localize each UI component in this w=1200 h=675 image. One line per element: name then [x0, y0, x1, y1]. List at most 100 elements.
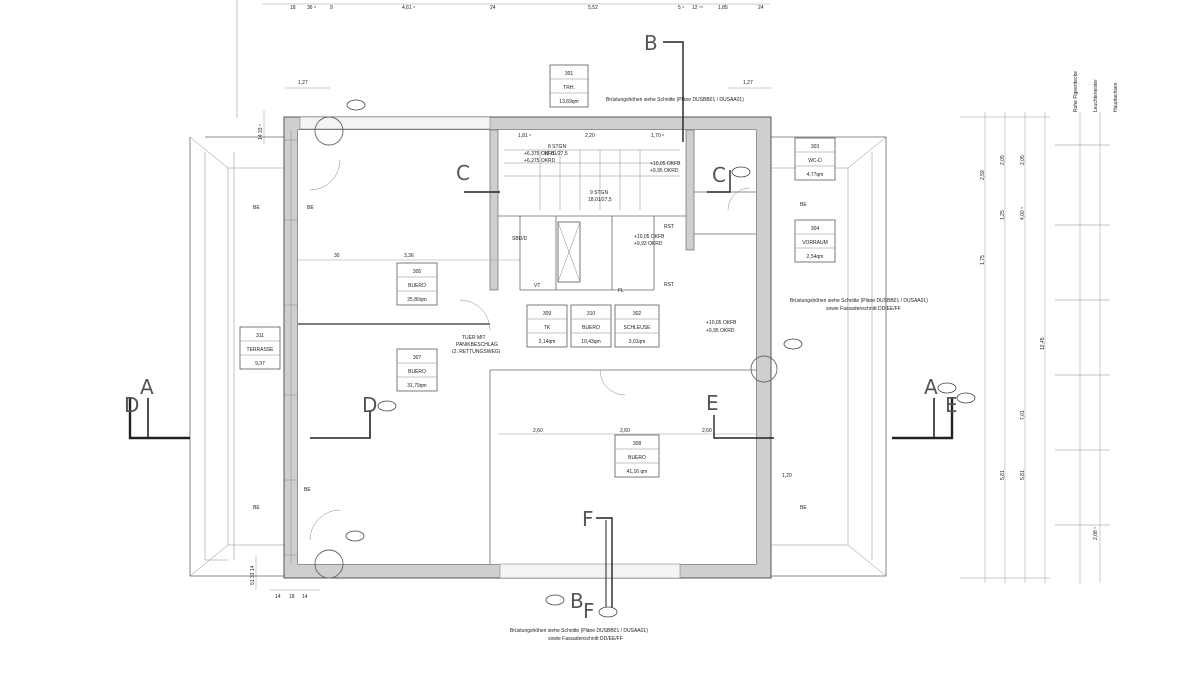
- svg-text:307: 307: [413, 355, 422, 361]
- be-marker-5: BE: [800, 505, 807, 511]
- right-dim-9: 5,81: [1000, 470, 1006, 480]
- level-2-okrd: +9,95 OKRD: [650, 168, 679, 174]
- right-dim-6: 4,00 ⁵: [1020, 207, 1026, 220]
- section-label-f-top: F: [582, 507, 594, 531]
- dim-top-1: 18: [290, 5, 296, 11]
- room-stamp-301: 301 TRH. 13,69qm: [549, 64, 589, 108]
- room-stamp-304: 304 VORRAUM 2,54qm: [794, 219, 836, 263]
- section-label-d-left: D: [124, 393, 139, 417]
- dim-top-4: 4,61 ⁵: [402, 5, 415, 11]
- svg-text:31,79qm: 31,79qm: [407, 383, 426, 389]
- door-note-2: PANIKBESCHLAG: [456, 342, 498, 348]
- stair-2-label: 9 STGN: [590, 190, 608, 196]
- svg-text:BUERO: BUERO: [628, 455, 646, 461]
- level-2-okfb: +10,05 OKFB: [650, 161, 681, 167]
- svg-text:4,77qm: 4,77qm: [807, 172, 824, 178]
- dim-220: 2,20: [585, 133, 595, 139]
- dim-top-7: 5 ⁵: [678, 5, 684, 11]
- svg-text:308: 308: [633, 441, 642, 447]
- section-label-d-mid: D: [362, 393, 377, 417]
- svg-text:9,37: 9,37: [255, 361, 265, 367]
- room-stamp-308: 308 BUERO 41,16 qm: [614, 434, 660, 478]
- door-note-1: TUER MIT: [462, 335, 486, 341]
- right-head-1: Rohe Flgeerdecke: [1073, 71, 1079, 112]
- dim-170: 1,70 ⁵: [651, 133, 664, 139]
- be-marker-3: BE: [304, 487, 311, 493]
- vt-label: VT: [534, 283, 540, 289]
- be-marker-1: BE: [253, 205, 260, 211]
- svg-text:311: 311: [256, 333, 264, 339]
- dim-left-top: 14 33 ⁵: [258, 124, 264, 140]
- right-head-3: Hauptachsen: [1113, 82, 1119, 112]
- svg-text:BUERO: BUERO: [408, 283, 426, 289]
- section-label-e-right: E: [945, 393, 958, 417]
- right-dim-11: 2,08 ⁵: [1093, 527, 1099, 540]
- be-marker-2: BE: [307, 205, 314, 211]
- section-label-f-bottom: F: [583, 599, 595, 623]
- dim-top-3: 9: [330, 5, 333, 11]
- stair-2-ratio: 18,01/27,5: [588, 197, 612, 203]
- dim-30: 30: [334, 253, 340, 259]
- dim-top-8: 12 ⁷⁵: [692, 5, 703, 11]
- svg-text:310: 310: [587, 311, 596, 317]
- level-4-okfb: +10,05 OKFB: [706, 320, 737, 326]
- interior-walls: [298, 129, 756, 564]
- level-3-okrd: +9,93 OKRD: [634, 241, 663, 247]
- note-sill-right-2: sowie Fassadenschnitt DD/EE/FF: [826, 306, 901, 312]
- room-stamp-307: 307 BUERO 31,79qm: [396, 348, 438, 392]
- dim-left-bottom: 51 33 14: [250, 565, 256, 585]
- level-1-okrd: +6,275 OKRD: [524, 158, 556, 164]
- dim-bottom-2: 18: [289, 594, 295, 600]
- right-dim-2: 2,05: [1020, 155, 1026, 165]
- dim-120: 1,20: [782, 473, 792, 479]
- right-dim-10: 5,81: [1020, 470, 1026, 480]
- right-dim-1: 2,05: [1000, 155, 1006, 165]
- level-1-okfb: +6,375 OKFB: [524, 151, 555, 157]
- svg-text:TERRASSE: TERRASSE: [247, 347, 275, 353]
- dim-top-9: 1,85: [718, 5, 728, 11]
- svg-text:25,80qm: 25,80qm: [407, 297, 426, 303]
- level-4-okrd: +9,95 OKRD: [706, 328, 735, 334]
- section-cut-lines: [128, 41, 954, 612]
- terrace-left: [189, 136, 284, 577]
- note-sill-bottom-1: Brüstungshöhen siehe Schnitte (Pläne DUS…: [510, 628, 648, 634]
- stair-1-label: 8 STGN: [548, 144, 566, 150]
- note-sill-bottom-2: sowie Fassadenschnitt DD/EE/FF: [548, 636, 623, 642]
- rst-label-2: RST: [664, 282, 674, 288]
- door-note-3: (2. RETTUNGSWEG): [452, 349, 501, 355]
- dim-181: 1,81 ⁵: [518, 133, 531, 139]
- section-label-c-right: C: [712, 163, 726, 187]
- top-dimension-chain: 18 36 ⁵ 9 4,61 ⁵ 24 5,52 5 ⁵ 12 ⁷⁵ 1,85 …: [236, 0, 770, 118]
- section-label-a-right: A: [924, 375, 938, 399]
- svg-text:309: 309: [543, 311, 552, 317]
- room-stamp-305: 305 BUERO 25,80qm: [396, 262, 438, 306]
- dim-336: 3,36: [404, 253, 414, 259]
- terrace-right: [770, 136, 887, 577]
- svg-text:302: 302: [633, 311, 642, 317]
- section-label-b-bottom: B: [570, 589, 584, 613]
- dim-top-5: 24: [490, 5, 496, 11]
- section-label-e-mid: E: [706, 391, 719, 415]
- right-dim-8: 12,45: [1040, 337, 1046, 350]
- dim-top-10: 24: [758, 5, 764, 11]
- room-stamp-310: 310 BUERO 10,43qm: [570, 304, 612, 348]
- room-stamp-311: 311 TERRASSE 9,37: [239, 326, 281, 370]
- section-label-a-left: A: [140, 375, 154, 399]
- svg-text:10,43qm: 10,43qm: [581, 339, 600, 345]
- svg-text:TRH.: TRH.: [563, 85, 575, 91]
- dim-bottom-3: 14: [302, 594, 308, 600]
- svg-text:41,16 qm: 41,16 qm: [627, 469, 648, 475]
- svg-text:303: 303: [811, 144, 820, 150]
- be-marker-6: BE: [800, 202, 807, 208]
- svg-text:TK: TK: [544, 325, 551, 331]
- svg-text:BUERO: BUERO: [582, 325, 600, 331]
- fl-label: FL: [618, 288, 624, 294]
- svg-text:SCHLEUSE: SCHLEUSE: [624, 325, 652, 331]
- dim-top-2: 36 ⁵: [307, 5, 316, 11]
- section-label-b-top: B: [644, 31, 658, 55]
- level-3-okfb: +10,05 OKFB: [634, 234, 665, 240]
- svg-text:301: 301: [565, 71, 574, 77]
- room-stamp-303: 303 WC-D 4,77qm: [794, 137, 836, 181]
- building-walls: [283, 116, 772, 579]
